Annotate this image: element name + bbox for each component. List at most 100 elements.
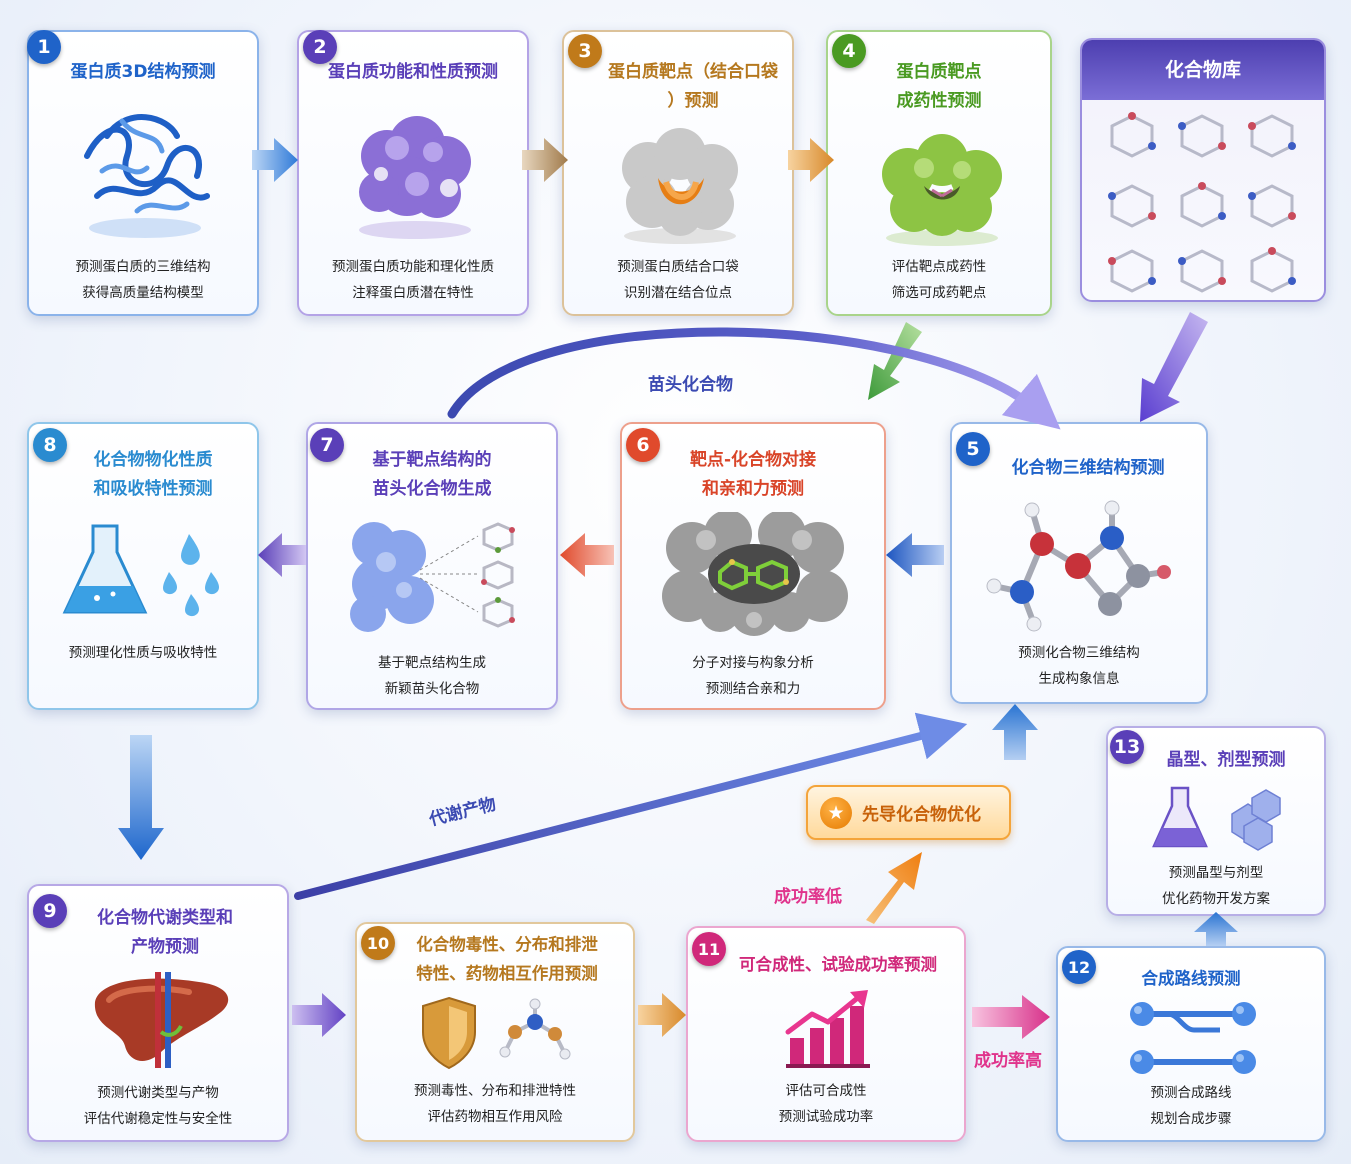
node-title: 化合物物化性质 和吸收特性预测 (49, 446, 257, 504)
node-12-synthesis-route[interactable]: 12 合成路线预测 预测合成路线 规划合成步骤 (1056, 946, 1326, 1142)
title-line: ）预测 (667, 91, 719, 111)
title-line: 特性、药物相互作用预测 (416, 964, 598, 983)
compound-library[interactable]: 化合物库 (1080, 38, 1326, 302)
shield-molecule-icon (422, 996, 571, 1070)
step-badge: 3 (568, 34, 602, 68)
arrow-5-to-6 (886, 533, 944, 577)
arrow-7-to-8 (258, 533, 306, 577)
protein-ribbon-icon (84, 114, 210, 238)
desc-line: 新颖苗头化合物 (384, 681, 480, 697)
desc-line: 规划合成步骤 (1150, 1111, 1232, 1127)
title-line: 化合物三维结构预测 (1011, 458, 1165, 478)
node-title: 蛋白质靶点（结合口袋 ）预测 (594, 58, 792, 116)
low-success-label: 成功率低 (774, 887, 842, 907)
arrow-10-to-11 (638, 993, 686, 1037)
title-line: 化合物毒性、分布和排泄 (416, 935, 598, 954)
node-title: 蛋白质靶点 成药性预测 (828, 58, 1050, 116)
title-line: 合成路线预测 (1141, 969, 1241, 988)
title-line: 产物预测 (131, 937, 199, 957)
node-10-toxicity-ddi[interactable]: 10 化合物毒性、分布和排泄 特性、药物相互作用预测 预测毒性、分布和排泄特性 … (355, 922, 635, 1142)
arrow-up-to-5 (992, 704, 1038, 760)
desc-line: 评估可合成性 (785, 1083, 867, 1099)
title-line: 晶型、剂型预测 (1166, 750, 1286, 770)
title-line: 靶点-化合物对接 (689, 450, 817, 470)
desc-line: 预测试验成功率 (778, 1109, 874, 1125)
desc-line: 评估靶点成药性 (891, 259, 987, 275)
protein-surface-icon (359, 116, 471, 239)
desc-line: 预测晶型与剂型 (1168, 865, 1264, 881)
molecule-library-icon (1108, 112, 1296, 293)
node-desc: 评估靶点成药性 筛选可成药靶点 (828, 254, 1050, 306)
node-desc: 预测晶型与剂型 优化药物开发方案 (1108, 860, 1324, 912)
arrow-8-to-9 (118, 735, 164, 860)
liver-icon (94, 972, 229, 1068)
node-desc: 预测合成路线 规划合成步骤 (1058, 1080, 1324, 1132)
arc-7-to-5 (447, 327, 1061, 430)
node-5-compound-3d[interactable]: 5 化合物三维结构预测 预测化合物三维结构 生成构象信息 (950, 422, 1208, 704)
node-desc: 预测蛋白质的三维结构 获得高质量结构模型 (29, 254, 257, 306)
binding-pocket-icon (622, 128, 738, 244)
node-title: 靶点-化合物对接 和亲和力预测 (622, 446, 884, 504)
step-badge: 1 (27, 30, 61, 64)
star-icon: ★ (820, 796, 852, 829)
node-title: 蛋白质功能和性质预测 (299, 58, 527, 87)
flask-droplets-icon (62, 524, 219, 617)
desc-line: 预测代谢类型与产物 (97, 1085, 219, 1101)
step-badge: 9 (33, 894, 67, 928)
docking-icon (662, 512, 848, 636)
step-badge: 4 (832, 34, 866, 68)
node-3-binding-pocket[interactable]: 3 蛋白质靶点（结合口袋 ）预测 预测蛋白质结合口袋 识别潜在结合位点 (562, 30, 794, 316)
title-line: 蛋白质功能和性质预测 (328, 62, 498, 82)
node-title: 晶型、剂型预测 (1128, 746, 1324, 775)
node-desc: 预测化合物三维结构 生成构象信息 (952, 640, 1206, 692)
node-1-protein-3d-structure[interactable]: 1 蛋白质3D结构预测 预测蛋白质的三维结构 获得高质量结构模型 (27, 30, 259, 316)
desc-line: 生成构象信息 (1038, 671, 1120, 687)
step-badge: 13 (1110, 730, 1144, 764)
desc-line: 预测结合亲和力 (705, 681, 801, 697)
title-line: 蛋白质靶点 (896, 62, 982, 82)
synthesis-route-icon (1130, 1002, 1256, 1074)
desc-line: 注释蛋白质潜在特性 (352, 285, 474, 301)
node-desc: 预测蛋白质结合口袋 识别潜在结合位点 (564, 254, 792, 306)
druggable-target-icon (882, 134, 1002, 246)
node-title: 基于靶点结构的 苗头化合物生成 (308, 446, 556, 504)
desc-line: 预测蛋白质功能和理化性质 (332, 259, 494, 275)
growth-chart-icon (785, 990, 870, 1068)
node-desc: 预测理化性质与吸收特性 (29, 640, 257, 666)
node-13-crystal-formulation[interactable]: 13 晶型、剂型预测 预测晶型与剂型 优化药物开发方案 (1106, 726, 1326, 916)
node-desc: 评估可合成性 预测试验成功率 (688, 1078, 964, 1130)
desc-line: 评估药物相互作用风险 (427, 1109, 563, 1125)
hit-compounds-label: 苗头化合物 (648, 375, 733, 395)
high-success-label: 成功率高 (974, 1051, 1042, 1071)
node-11-synthesizability-success[interactable]: 11 可合成性、试验成功率预测 评估可合成性 预测试验成功率 (686, 926, 966, 1142)
metabolites-label: 代谢产物 (427, 794, 499, 831)
node-title: 化合物三维结构预测 (970, 454, 1206, 483)
node-title: 可合成性、试验成功率预测 (712, 950, 964, 979)
desc-line: 预测蛋白质结合口袋 (617, 259, 739, 275)
node-desc: 预测代谢类型与产物 评估代谢稳定性与安全性 (29, 1080, 287, 1132)
node-7-hit-generation[interactable]: 7 基于靶点结构的 苗头化合物生成 基于靶点结构生成 新颖苗头化合物 (306, 422, 558, 710)
arrow-lib-to-5 (1140, 312, 1208, 422)
title-line: 苗头化合物生成 (372, 479, 492, 499)
lead-optimization-box[interactable]: ★ 先导化合物优化 (806, 785, 1011, 840)
step-badge: 7 (310, 428, 344, 462)
desc-line: 识别潜在结合位点 (624, 285, 732, 301)
title-line: 基于靶点结构的 (372, 450, 492, 470)
node-2-protein-function[interactable]: 2 蛋白质功能和性质预测 预测蛋白质功能和理化性质 注释蛋白质潜在特性 (297, 30, 529, 316)
desc-line: 筛选可成药靶点 (891, 285, 987, 301)
node-title: 合成路线预测 (1058, 964, 1324, 993)
node-desc: 预测蛋白质功能和理化性质 注释蛋白质潜在特性 (299, 254, 527, 306)
crystal-flask-icon (1152, 786, 1281, 851)
desc-line: 预测蛋白质的三维结构 (75, 259, 211, 275)
title-line: 和亲和力预测 (702, 479, 804, 499)
node-title: 化合物毒性、分布和排泄 特性、药物相互作用预测 (381, 930, 633, 988)
node-6-docking-affinity[interactable]: 6 靶点-化合物对接 和亲和力预测 分子对接与构象分析 预测结合亲和力 (620, 422, 886, 710)
node-title: 化合物代谢类型和 产物预测 (43, 904, 287, 962)
node-9-metabolism[interactable]: 9 化合物代谢类型和 产物预测 预测代谢类型与产物 评估代谢稳定性与安全性 (27, 884, 289, 1142)
arrow-6-to-7 (560, 533, 614, 577)
node-8-physchem-absorption[interactable]: 8 化合物物化性质 和吸收特性预测 预测理化性质与吸收特性 (27, 422, 259, 710)
node-4-druggability[interactable]: 4 蛋白质靶点 成药性预测 评估靶点成药性 筛选可成药靶点 (826, 30, 1052, 316)
arrow-11-to-lead (866, 852, 922, 924)
desc-line: 预测毒性、分布和排泄特性 (414, 1083, 576, 1099)
3d-molecule-icon (986, 500, 1171, 632)
